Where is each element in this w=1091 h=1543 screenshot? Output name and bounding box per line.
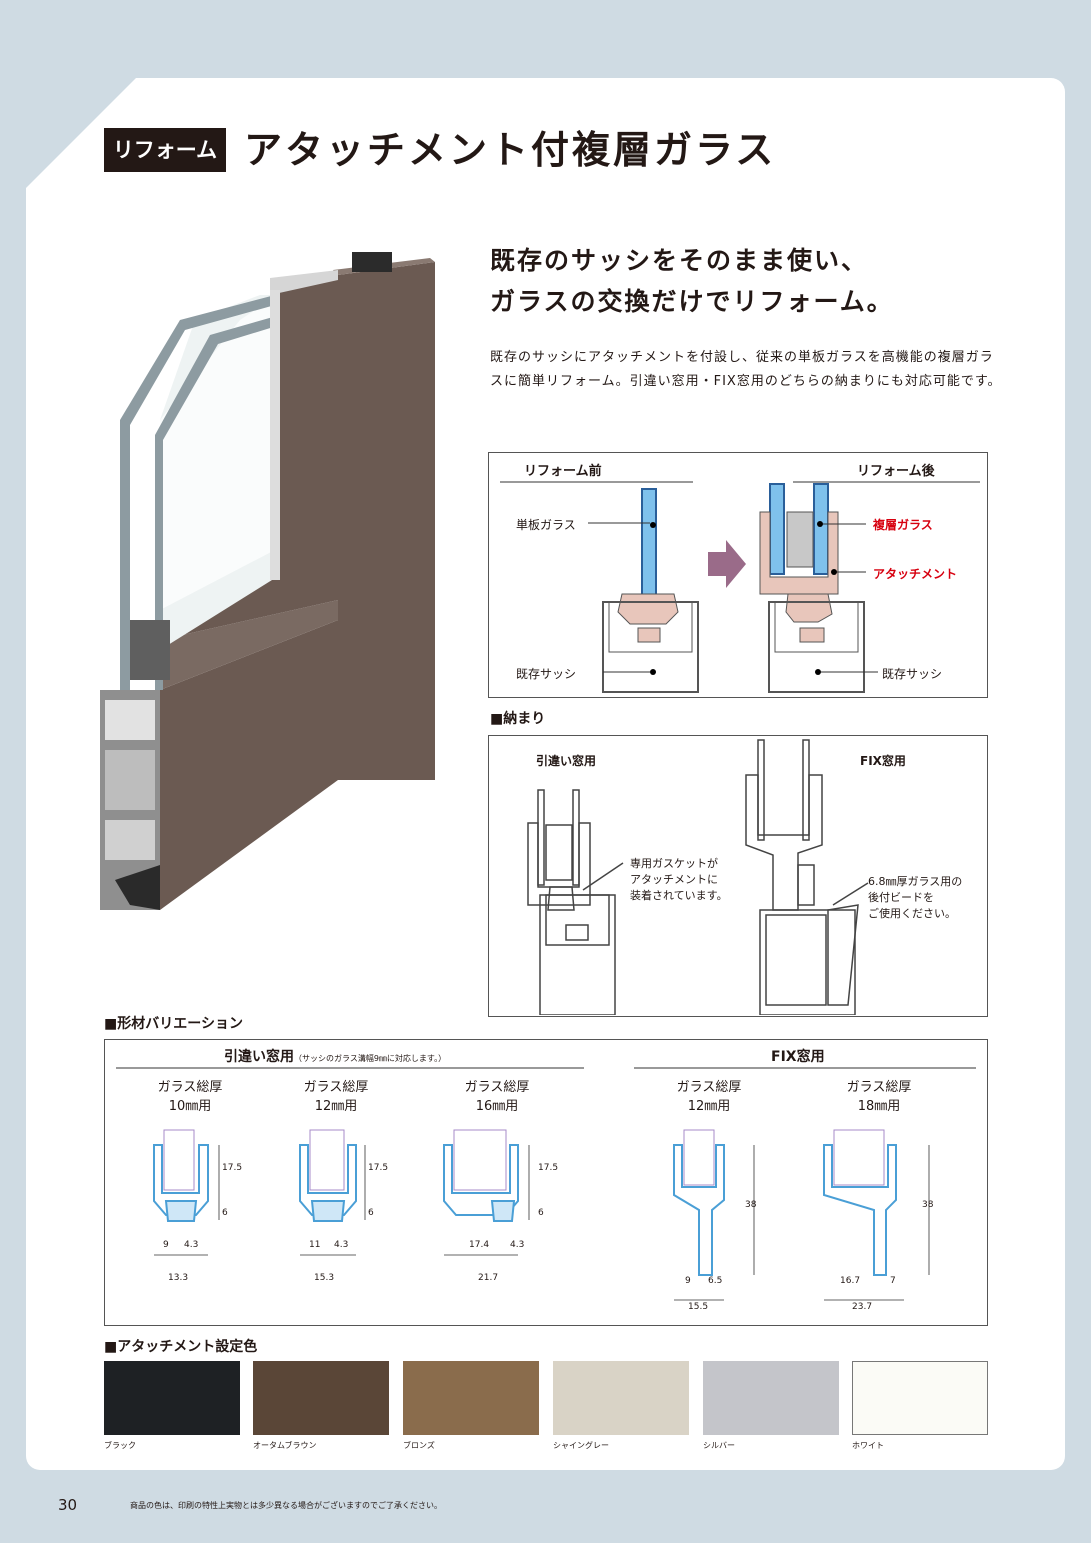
swatch-bronze [403, 1361, 539, 1435]
sliding-note-line-1: 専用ガスケットが [630, 857, 718, 870]
variation-1-cap1: ガラス総厚 [157, 1080, 223, 1095]
dim-5-a: 16.7 [840, 1276, 861, 1286]
sliding-fit-title: 引違い窓用 [536, 754, 597, 768]
variations-dividers [116, 1067, 976, 1069]
dim-3-h2: 6 [538, 1208, 544, 1218]
dim-4-total: 15.5 [688, 1302, 709, 1312]
dim-1-total: 13.3 [168, 1273, 189, 1283]
variation-2-cap1: ガラス総厚 [303, 1080, 369, 1095]
after-sash-label: 既存サッシ [882, 667, 943, 681]
dim-1-h1: 17.5 [222, 1163, 243, 1173]
swatch-autumn-brown [253, 1361, 389, 1435]
swatch-name-1: ブラック [104, 1441, 136, 1450]
category-tag: リフォーム [104, 128, 226, 172]
dim-2-h2: 6 [368, 1208, 374, 1218]
dim-5-total: 23.7 [852, 1302, 873, 1312]
attachment-label: アタッチメント [873, 567, 958, 581]
dim-4-b: 6.5 [708, 1276, 723, 1286]
fix-note-line-3: ご使用ください。 [868, 907, 956, 920]
comparison-box [488, 452, 988, 698]
page-number: 30 [58, 1496, 78, 1514]
variation-4-cap1: ガラス総厚 [676, 1080, 742, 1095]
dim-2-a: 11 [309, 1240, 321, 1250]
variation-3-cap1: ガラス総厚 [464, 1080, 530, 1095]
variations-sliding-title: 引違い窓用 [224, 1049, 294, 1065]
dim-3-h1: 17.5 [538, 1163, 559, 1173]
lead-line-2: ガラスの交換だけでリフォーム。 [490, 287, 894, 316]
after-title: リフォーム後 [857, 464, 935, 479]
colors-section-title: ■アタッチメント設定色 [104, 1339, 258, 1355]
variation-4-cap2: 12㎜用 [687, 1099, 731, 1114]
page-title: アタッチメント付複層ガラス [244, 128, 777, 172]
variation-caption-1: ガラス総厚 10㎜用 [130, 1078, 250, 1116]
dim-3-total: 21.7 [478, 1273, 499, 1283]
dim-3-a: 17.4 [469, 1240, 490, 1250]
dim-1-a: 9 [163, 1240, 169, 1250]
lead-line-1: 既存のサッシをそのまま使い、 [490, 246, 869, 275]
variation-caption-2: ガラス総厚 12㎜用 [276, 1078, 396, 1116]
sliding-note-line-2: アタッチメントに [630, 873, 718, 886]
lead-text: 既存のサッシをそのまま使い、 ガラスの交換だけでリフォーム。 [490, 240, 894, 322]
swatch-name-4: シャイングレー [553, 1441, 609, 1450]
single-glass-label: 単板ガラス [516, 518, 576, 532]
fix-fit-note: 6.8㎜厚ガラス用の 後付ビードを ご使用ください。 [868, 874, 962, 922]
swatch-name-2: オータムブラウン [253, 1441, 317, 1450]
fix-fit-title: FIX窓用 [860, 754, 906, 768]
footer-note: 商品の色は、印刷の特性上実物とは多少異なる場合がございますのでご了承ください。 [130, 1501, 442, 1510]
variation-caption-3: ガラス総厚 16㎜用 [437, 1078, 557, 1116]
dim-4-a: 9 [685, 1276, 691, 1286]
dim-3-b: 4.3 [510, 1240, 525, 1250]
fitting-diagrams [527, 739, 869, 1015]
dim-1-h2: 6 [222, 1208, 228, 1218]
variation-caption-4: ガラス総厚 12㎜用 [649, 1078, 769, 1116]
fix-note-line-2: 後付ビードを [868, 891, 934, 904]
dim-4-h1: 38 [745, 1200, 757, 1210]
dim-1-b: 4.3 [184, 1240, 199, 1250]
variation-5-cap1: ガラス総厚 [846, 1080, 912, 1095]
before-sash-label: 既存サッシ [516, 667, 577, 681]
variations-sliding-heading: 引違い窓用（サッシのガラス溝幅9㎜に対応します。） [224, 1046, 446, 1066]
swatch-black [104, 1361, 240, 1435]
swatch-name-6: ホワイト [852, 1441, 884, 1450]
swatch-silver [703, 1361, 839, 1435]
dim-5-b: 7 [890, 1276, 896, 1286]
swatch-white [852, 1361, 988, 1435]
comparison-diagram [500, 481, 980, 693]
before-title: リフォーム前 [524, 464, 602, 479]
sliding-fit-note: 専用ガスケットが アタッチメントに 装着されています。 [630, 856, 728, 904]
variations-fix-title: FIX窓用 [771, 1049, 825, 1065]
variation-5-cap2: 18㎜用 [857, 1099, 901, 1114]
swatch-name-3: ブロンズ [403, 1441, 435, 1450]
dim-5-h1: 38 [922, 1200, 934, 1210]
dim-2-total: 15.3 [314, 1273, 335, 1283]
variation-2-cap2: 12㎜用 [314, 1099, 358, 1114]
variation-profiles [153, 1129, 930, 1301]
fix-note-line-1: 6.8㎜厚ガラス用の [868, 875, 963, 888]
window-frame-illustration [100, 252, 435, 910]
sliding-note-line-3: 装着されています。 [630, 889, 728, 902]
variation-3-cap2: 16㎜用 [475, 1099, 519, 1114]
swatch-shine-gray [553, 1361, 689, 1435]
variations-sliding-note: （サッシのガラス溝幅9㎜に対応します。） [294, 1054, 447, 1063]
variations-box [104, 1039, 988, 1326]
double-glass-label: 複層ガラス [873, 518, 933, 532]
variation-caption-5: ガラス総厚 18㎜用 [819, 1078, 939, 1116]
variations-section-title: ■形材バリエーション [104, 1016, 243, 1032]
variation-1-cap2: 10㎜用 [168, 1099, 212, 1114]
dim-2-b: 4.3 [334, 1240, 349, 1250]
description-text: 既存のサッシにアタッチメントを付設し、従来の単板ガラスを高機能の複層ガラスに簡単… [490, 350, 1002, 389]
swatch-name-5: シルバー [703, 1441, 735, 1450]
fitting-section-title: ■納まり [490, 711, 546, 727]
dim-2-h1: 17.5 [368, 1163, 389, 1173]
